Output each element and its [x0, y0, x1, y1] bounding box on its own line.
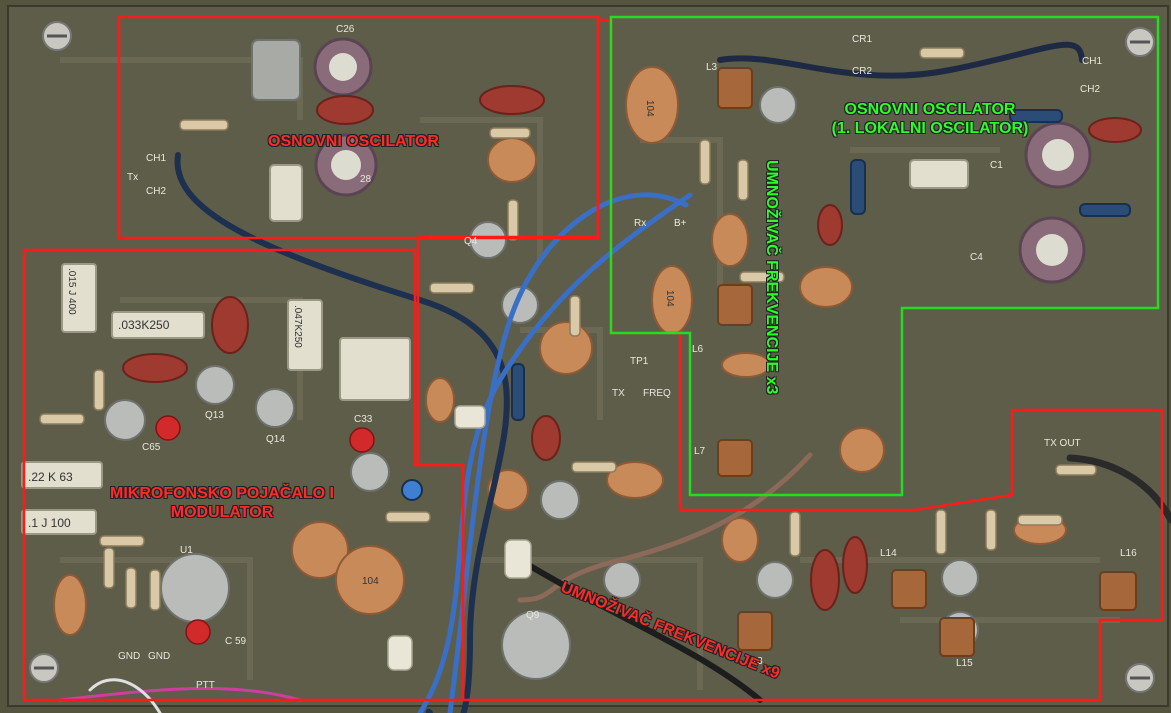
label-osnovni-oscilator: OSNOVNI OSCILATOR: [268, 133, 439, 150]
silk-ch1b: CH1: [1082, 56, 1103, 67]
silk-tx2: TX: [612, 388, 625, 399]
silk-c65: C65: [142, 442, 161, 453]
silk-tx-out: TX OUT: [1044, 438, 1081, 449]
marking-047: .047K250: [292, 305, 303, 348]
region-outlines: [22, 15, 1164, 702]
silk-c4: C4: [970, 252, 983, 263]
silk-l16: L16: [1120, 548, 1137, 559]
cable-ties: [387, 405, 532, 671]
silk-l6: L6: [692, 344, 704, 355]
silk-c33: C33: [354, 414, 373, 425]
silk-ptt: PTT: [196, 680, 215, 691]
tantalum-capacitors: [155, 415, 375, 645]
silk-ch1: CH1: [146, 153, 167, 164]
silk-l3: L3: [706, 62, 718, 73]
silk-gnd1: GND: [118, 651, 141, 662]
silk-l13: L13: [746, 656, 763, 667]
marking-104c: 104: [362, 576, 379, 587]
silk-cr1: CR1: [852, 34, 873, 45]
silk-ch2: CH2: [146, 186, 167, 197]
transistors: [104, 86, 979, 680]
marking-1: .1 J 100: [28, 516, 71, 530]
silk-c28: 28: [360, 174, 372, 185]
silk-tp1: TP1: [630, 356, 649, 367]
red-box-umnozivac-x9: [416, 18, 1164, 702]
silk-gnd2: GND: [148, 651, 171, 662]
silk-c26: C26: [336, 24, 355, 35]
screws: [29, 21, 1155, 693]
silk-q13: Q13: [205, 410, 224, 421]
silk-q4: Q4: [464, 236, 478, 247]
crystal: [251, 39, 301, 101]
silk-q9: Q9: [526, 610, 540, 621]
silk-q14: Q14: [266, 434, 285, 445]
silk-l7: L7: [694, 446, 706, 457]
silk-u1: U1: [180, 545, 193, 556]
silk-cr2: CR2: [852, 66, 873, 77]
silk-b-plus: B+: [674, 218, 687, 229]
ceramic-capacitors: [53, 66, 1067, 636]
silk-freq: FREQ: [643, 388, 671, 399]
marking-22: .22 K 63: [28, 470, 73, 484]
resistors: [39, 47, 1097, 611]
marking-104a: 104: [644, 100, 655, 117]
label-umnozivac-x3: UMNOŽIVAČ FREKVENCIJE x3: [763, 160, 781, 395]
silk-rx: Rx: [634, 218, 647, 229]
marking-033: .033K250: [118, 318, 170, 332]
film-capacitors: [122, 85, 1142, 611]
silk-l15: L15: [956, 658, 973, 669]
silk-tx: Tx: [127, 172, 139, 183]
marking-104b: 104: [664, 290, 675, 307]
green-box-umnozivac-x3: [609, 15, 1160, 497]
wires: [58, 41, 1171, 713]
marking-015: .015 J 400: [66, 268, 77, 315]
silk-c59: C 59: [225, 636, 247, 647]
coils: [717, 67, 1137, 657]
label-mikrofonsko-pojacalo: MIKROFONSKO POJAČALO I MODULATOR: [109, 485, 334, 522]
silk-l14: L14: [880, 548, 897, 559]
blue-components: [401, 109, 1131, 501]
silk-c1: C1: [990, 160, 1003, 171]
trimmer-capacitors: [313, 37, 1092, 284]
label-osnovni-oscilator-lokalni: OSNOVNI OSCILATOR (1. LOKALNI OSCILATOR): [831, 101, 1029, 138]
box-capacitors: [21, 159, 969, 535]
silk-ch2b: CH2: [1080, 84, 1101, 95]
